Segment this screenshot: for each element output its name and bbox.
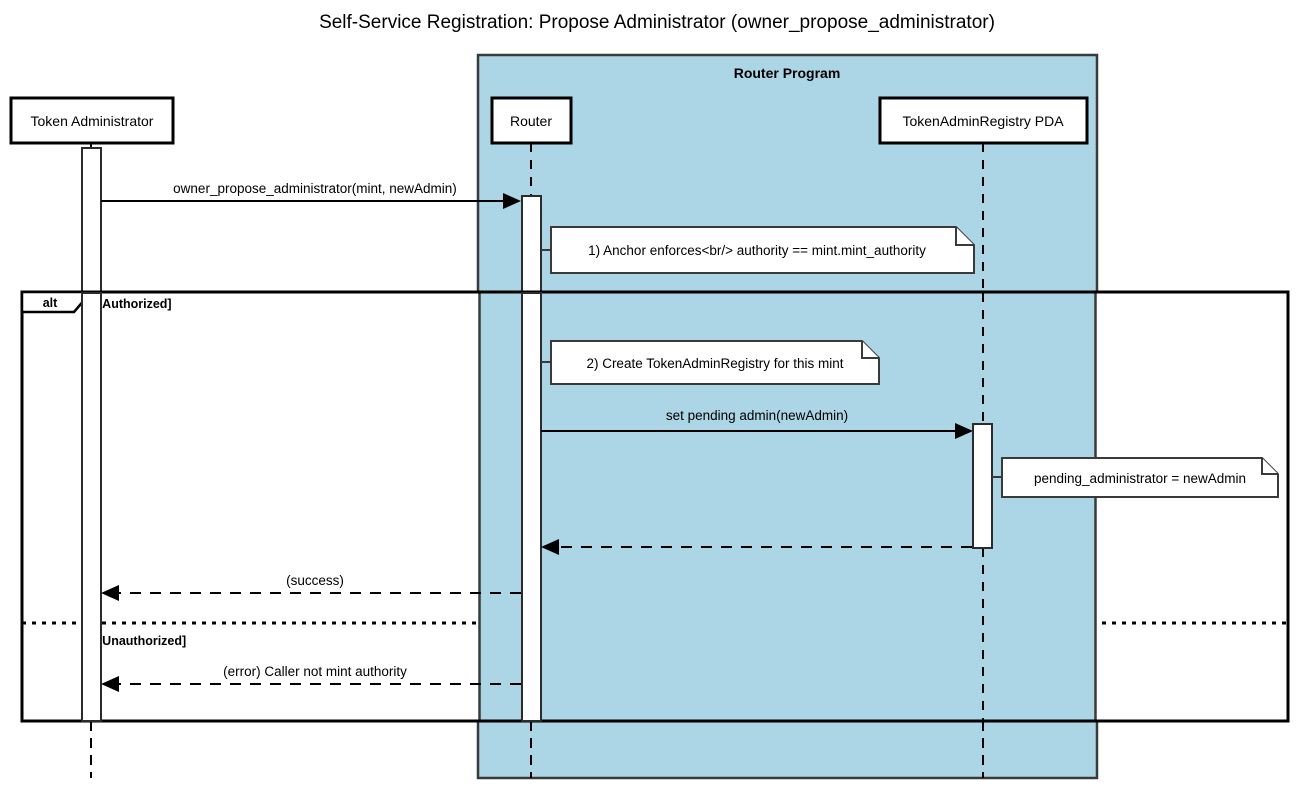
page-title: Self-Service Registration: Propose Admin… bbox=[319, 12, 995, 33]
arrowhead-m4 bbox=[101, 585, 119, 601]
note-anchor-enforces: 1) Anchor enforces<br/> authority == min… bbox=[541, 226, 975, 274]
message-success: (success) bbox=[101, 573, 521, 601]
participant-label-router: Router bbox=[510, 113, 552, 129]
note-body-n1 bbox=[550, 226, 975, 274]
alt-operator-label: alt bbox=[43, 296, 58, 310]
note-text-n1: 1) Anchor enforces<br/> authority == min… bbox=[588, 243, 926, 258]
alt-fragment-tab bbox=[20, 290, 88, 314]
message-label-m2: set pending admin(newAdmin) bbox=[666, 408, 848, 423]
note-fold-n2 bbox=[861, 341, 879, 359]
participant-box-router[interactable] bbox=[490, 96, 573, 145]
note-body-n3 bbox=[1001, 457, 1279, 498]
note-fold-n1 bbox=[955, 227, 974, 246]
message-owner-propose-administrator: owner_propose_administrator(mint, newAdm… bbox=[101, 181, 521, 209]
participant-token-administrator[interactable]: Token Administrator bbox=[9, 96, 175, 145]
arrowhead-m2 bbox=[955, 423, 973, 439]
arrowhead-m5 bbox=[101, 676, 119, 692]
activation-bar-actor-in-fragment bbox=[81, 292, 102, 722]
arrowhead-m1 bbox=[503, 193, 521, 209]
alt-guard-unauthorized: [Unauthorized] bbox=[98, 634, 186, 648]
note-text-n3: pending_administrator = newAdmin bbox=[1034, 471, 1246, 486]
participant-token-admin-registry-pda[interactable]: TokenAdminRegistry PDA bbox=[878, 96, 1089, 145]
message-label-m5: (error) Caller not mint authority bbox=[223, 664, 407, 679]
message-label-m4: (success) bbox=[286, 573, 344, 588]
note-fold-n3 bbox=[1261, 458, 1278, 475]
note-create-token-admin-registry: 2) Create TokenAdminRegistry for this mi… bbox=[541, 340, 880, 385]
participant-box-actor[interactable] bbox=[9, 96, 175, 145]
participant-box-pda[interactable] bbox=[878, 96, 1089, 145]
message-label-m1: owner_propose_administrator(mint, newAdm… bbox=[173, 181, 457, 196]
participant-label-actor: Token Administrator bbox=[31, 113, 154, 129]
activation-bar-router-in-fragment bbox=[521, 292, 542, 722]
participant-router[interactable]: Router bbox=[490, 96, 573, 145]
note-pending-administrator: pending_administrator = newAdmin bbox=[992, 457, 1279, 498]
activation-bar-pda bbox=[972, 423, 993, 549]
note-text-n2: 2) Create TokenAdminRegistry for this mi… bbox=[586, 356, 843, 371]
alt-guard-authorized: [Authorized] bbox=[98, 297, 172, 311]
message-error-caller-not-mint-authority: (error) Caller not mint authority bbox=[101, 664, 521, 692]
message-pda-return bbox=[541, 539, 972, 555]
message-set-pending-admin: set pending admin(newAdmin) bbox=[541, 408, 973, 439]
note-body-n2 bbox=[550, 340, 880, 385]
participant-label-pda: TokenAdminRegistry PDA bbox=[902, 113, 1064, 129]
arrowhead-m3 bbox=[541, 539, 559, 555]
group-title-label: Router Program bbox=[734, 65, 841, 81]
